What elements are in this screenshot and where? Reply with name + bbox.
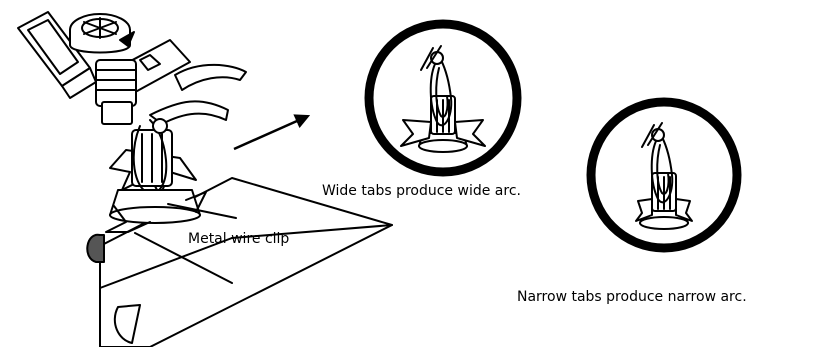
wide-tabs-caption: Wide tabs produce wide arc.	[322, 183, 521, 199]
plug	[86, 233, 105, 263]
right-arrow-icon	[233, 114, 311, 151]
narrow-tabs-caption: Narrow tabs produce narrow arc.	[517, 289, 747, 305]
metal-wire-clip-label: Metal wire clip	[188, 231, 290, 247]
narrow-tabs-detail-icon	[586, 97, 742, 253]
sprinkler-illustration	[17, 11, 393, 347]
wide-tabs-detail-icon	[364, 19, 522, 177]
